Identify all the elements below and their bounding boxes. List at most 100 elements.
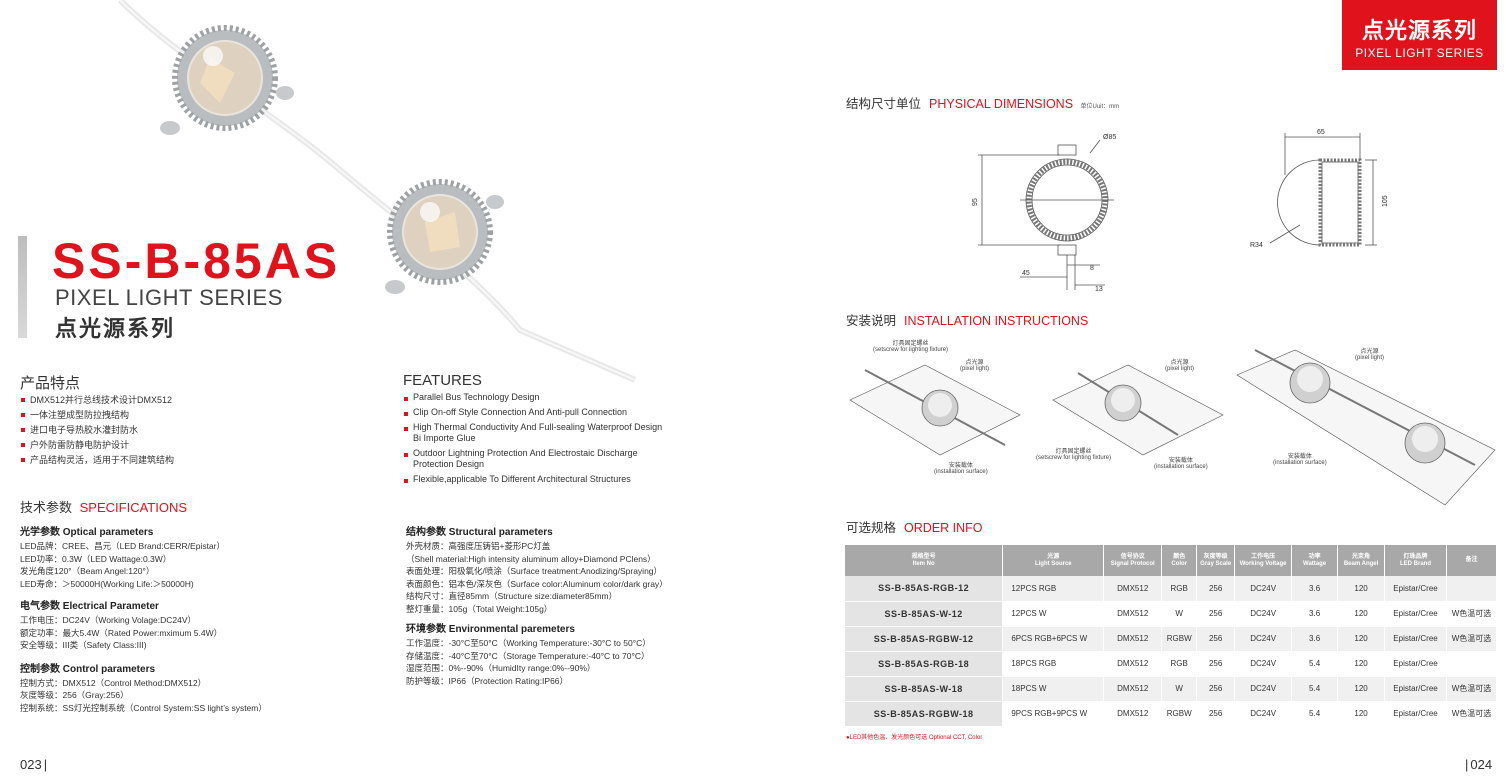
order-title-en: ORDER INFO xyxy=(904,521,983,535)
table-cell: 120 xyxy=(1337,701,1386,727)
list-item: 户外防雷防静电防护设计 xyxy=(20,438,380,453)
table-cell: 256 xyxy=(1196,651,1236,677)
spec-line: 控制方式：DMX512（Control Method:DMX512） xyxy=(20,677,207,688)
side-dimension-drawing: 65 105 R34 xyxy=(1250,129,1389,249)
unit-label: 单位Uuit：mm xyxy=(1080,104,1120,110)
structural-list: 外壳材质：高强度压铸铝+菱形PC灯盖 （Shell material:High … xyxy=(406,540,706,615)
table-cell: 120 xyxy=(1337,676,1386,702)
spec-title-en: SPECIFICATIONS xyxy=(79,500,188,515)
table-row: SS-B-85AS-W-18 18PCS W DMX512 W 256 DC24… xyxy=(845,676,1497,702)
install-label-pixel-1: 点光源 (pixel light) xyxy=(960,357,989,372)
order-title: 可选规格 ORDER INFO xyxy=(846,517,983,536)
list-item: DMX512并行总线技术设计DMX512 xyxy=(20,393,380,408)
control-list: 控制方式：DMX512（Control Method:DMX512） 灰度等级：… xyxy=(20,677,390,715)
spec-line: 控制系统：SS灯光控制系统（Control System:SS light’s … xyxy=(20,702,267,713)
environmental-list: 工作温度：-30°C至50°C（Working Temperature:-30°… xyxy=(406,637,706,687)
dim-side-height: 105 xyxy=(1382,195,1389,207)
spec-line: 工作电压：DC24V（Working Volage:DC24V） xyxy=(20,615,197,625)
table-cell: 256 xyxy=(1196,576,1236,602)
label-en: (setscrew for lighting fixture) xyxy=(873,347,949,353)
dim-width: 65 xyxy=(1317,129,1325,136)
series-subtitle-cn: 点光源系列 xyxy=(55,316,176,341)
install-label-setscrew-1: 灯具固定螺丝 (setscrew for lighting fixture) xyxy=(873,338,948,353)
install-title-cn: 安装说明 xyxy=(846,314,897,328)
table-cell: W xyxy=(1161,676,1198,702)
dim-diameter: Ø85 xyxy=(1103,134,1116,141)
table-header: 备注 xyxy=(1446,545,1497,576)
install-title-en: INSTALLATION INSTRUCTIONS xyxy=(904,314,1089,328)
spec-col-right: 结构参数 Structural parameters 外壳材质：高强度压铸铝+菱… xyxy=(406,523,706,687)
product-photo xyxy=(117,0,637,383)
table-cell: 120 xyxy=(1337,576,1386,602)
table-cell: DC24V xyxy=(1234,576,1293,602)
table-cell: DMX512 xyxy=(1103,601,1163,627)
table-cell: SS-B-85AS-RGBW-12 xyxy=(845,626,1004,652)
electrical-list: 工作电压：DC24V（Working Volage:DC24V） 额定功率：最大… xyxy=(20,614,390,652)
table-cell: DC24V xyxy=(1234,626,1293,652)
list-item: Flexible,applicable To Different Archite… xyxy=(403,474,663,485)
label-cn: 安装载体 xyxy=(948,463,973,469)
spec-line: 整灯重量：105g（Total Weight:105g） xyxy=(406,603,553,614)
table-row: SS-B-85AS-W-12 12PCS W DMX512 W 256 DC24… xyxy=(845,601,1497,627)
table-cell: 3.6 xyxy=(1291,601,1339,627)
install-label-surface-3: 安装载体 (installation surface) xyxy=(1273,451,1327,466)
spec-line: 发光角度120°（Beam Angel:120°） xyxy=(20,566,155,576)
label-en: (setscrew for lighting fixture) xyxy=(1036,455,1112,461)
label-cn: 点光源 xyxy=(1360,349,1379,355)
dim-13: 13 xyxy=(1095,286,1103,293)
page-number-left: 023| xyxy=(20,757,48,772)
table-cell: 256 xyxy=(1196,701,1236,727)
dimensions-title-en: PHYSICAL DIMENSIONS xyxy=(929,97,1074,111)
label-cn: 安装载体 xyxy=(1168,458,1193,464)
table-cell: 5.4 xyxy=(1291,701,1339,727)
structural-title: 结构参数 Structural parameters xyxy=(406,527,553,538)
spec-line: 湿度范围：0%--90%（HumidIty range:0%--90%） xyxy=(406,663,596,673)
dim-45: 45 xyxy=(1022,270,1030,277)
list-item: Clip On-off Style Connection And Anti-pu… xyxy=(403,407,663,418)
install-label-surface-2: 安装载体 (installation surface) xyxy=(1154,455,1208,470)
table-cell: W xyxy=(1161,601,1198,627)
install-label-setscrew-2: 灯具固定螺丝 (setscrew for lighting fixture) xyxy=(1036,446,1111,461)
badge-en: PIXEL LIGHT SERIES xyxy=(1355,46,1484,60)
spec-line: 工作温度：-30°C至50°C（Working Temperature:-30°… xyxy=(406,638,651,648)
install-label-surface-1: 安装载体 (installation surface) xyxy=(934,460,988,475)
spec-line: 额定功率：最大5.4W（Rated Power:mximum 5.4W） xyxy=(20,627,223,638)
spec-col-left: 光学参数 Optical parameters LED品牌：CREE、昌元（LE… xyxy=(20,523,390,714)
table-cell: 3.6 xyxy=(1291,576,1339,602)
table-cell xyxy=(1446,651,1497,677)
spec-line: 灰度等级：256（Gray:256） xyxy=(20,690,129,700)
order-title-cn: 可选规格 xyxy=(846,521,897,535)
table-cell: SS-B-85AS-RGB-18 xyxy=(845,651,1004,677)
table-cell: W色温可选 xyxy=(1446,676,1497,702)
table-cell: Epistar/Cree xyxy=(1384,676,1447,702)
table-row: SS-B-85AS-RGBW-12 6PCS RGB+6PCS W DMX512… xyxy=(845,626,1497,652)
label-cn: 点光源 xyxy=(965,360,984,366)
spec-line: 存储温度：-40°C至70°C（Storage Temperature:-40°… xyxy=(406,650,650,661)
install-label-pixel-3: 点光源 (pixel light) xyxy=(1355,346,1384,361)
list-item: Outdoor Lightning Protection And Electro… xyxy=(403,448,663,470)
series-badge: 点光源系列 PIXEL LIGHT SERIES xyxy=(1342,0,1497,70)
optical-list: LED品牌：CREE、昌元（LED Brand:CERR/Epistar） LE… xyxy=(20,540,390,590)
table-footnote: ●LED其他色温、发光颜色可选 Optional CCT, Color xyxy=(846,735,983,741)
table-cell: RGB xyxy=(1161,651,1198,677)
table-cell: 256 xyxy=(1196,676,1236,702)
table-cell: Epistar/Cree xyxy=(1384,626,1447,652)
features-cn-title: 产品特点 xyxy=(20,375,81,392)
table-row: SS-B-85AS-RGB-12 12PCS RGB DMX512 RGB 25… xyxy=(845,576,1497,602)
table-row: SS-B-85AS-RGBW-18 9PCS RGB+9PCS W DMX512… xyxy=(845,701,1497,727)
table-cell: SS-B-85AS-RGBW-18 xyxy=(845,701,1004,727)
table-cell: 9PCS RGB+9PCS W xyxy=(1002,701,1105,727)
spec-line: LED寿命：＞50000H(Working Life:＞50000H) xyxy=(20,578,194,589)
features-cn-list: DMX512并行总线技术设计DMX512 一体注塑成型防拉拽结构 进口电子导热胶… xyxy=(20,393,380,468)
table-cell: 120 xyxy=(1337,626,1386,652)
table-cell: 256 xyxy=(1196,601,1236,627)
table-cell: SS-B-85AS-W-18 xyxy=(845,676,1004,702)
list-item: 产品结构灵活，适用于不同建筑结构 xyxy=(20,453,380,468)
table-cell: DC24V xyxy=(1234,601,1293,627)
